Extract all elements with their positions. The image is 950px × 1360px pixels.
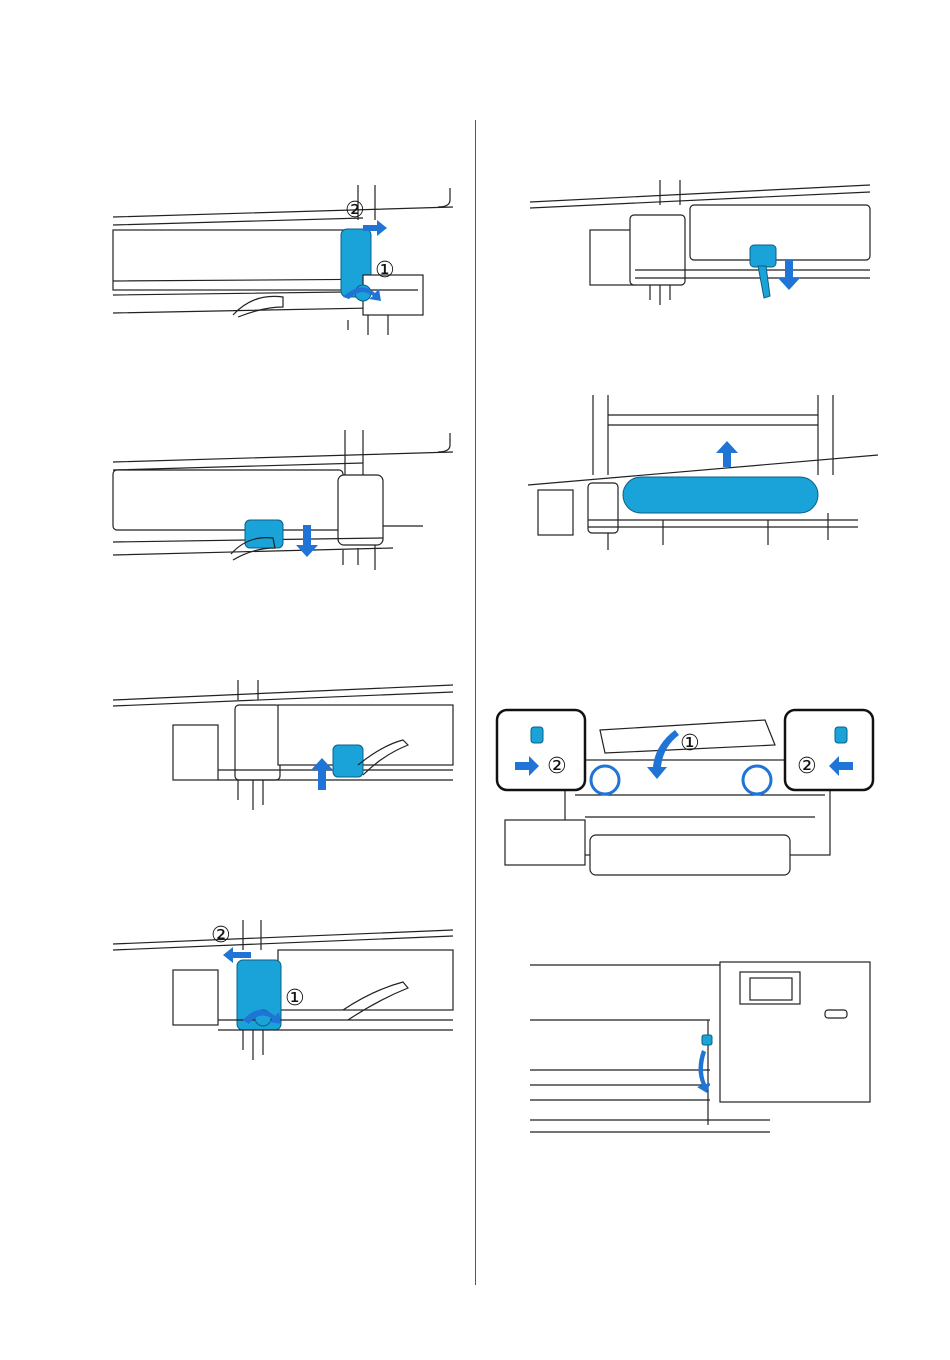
callout-2-left: ② [547, 754, 567, 779]
column-divider [475, 120, 476, 1285]
illustration-lower-right-holder [529, 180, 875, 320]
illustration-roll-holder-release: ② ① [112, 185, 458, 345]
illustration-close-cover-and-lock: ① ② ② [495, 705, 880, 885]
illustration-lower-roll-holder [112, 430, 458, 570]
illustration-lift-roll [527, 395, 883, 555]
callout-2-right: ② [797, 754, 817, 779]
illustration-lower-lever [530, 960, 875, 1140]
callout-1: ① [680, 731, 700, 756]
callout-1: ① [375, 258, 395, 283]
illustration-secure-roll-holder: ② ① [112, 920, 458, 1065]
illustration-raise-roll-holder [112, 680, 458, 820]
callout-2: ② [211, 923, 231, 948]
callout-1: ① [285, 986, 305, 1011]
callout-2: ② [345, 198, 365, 223]
